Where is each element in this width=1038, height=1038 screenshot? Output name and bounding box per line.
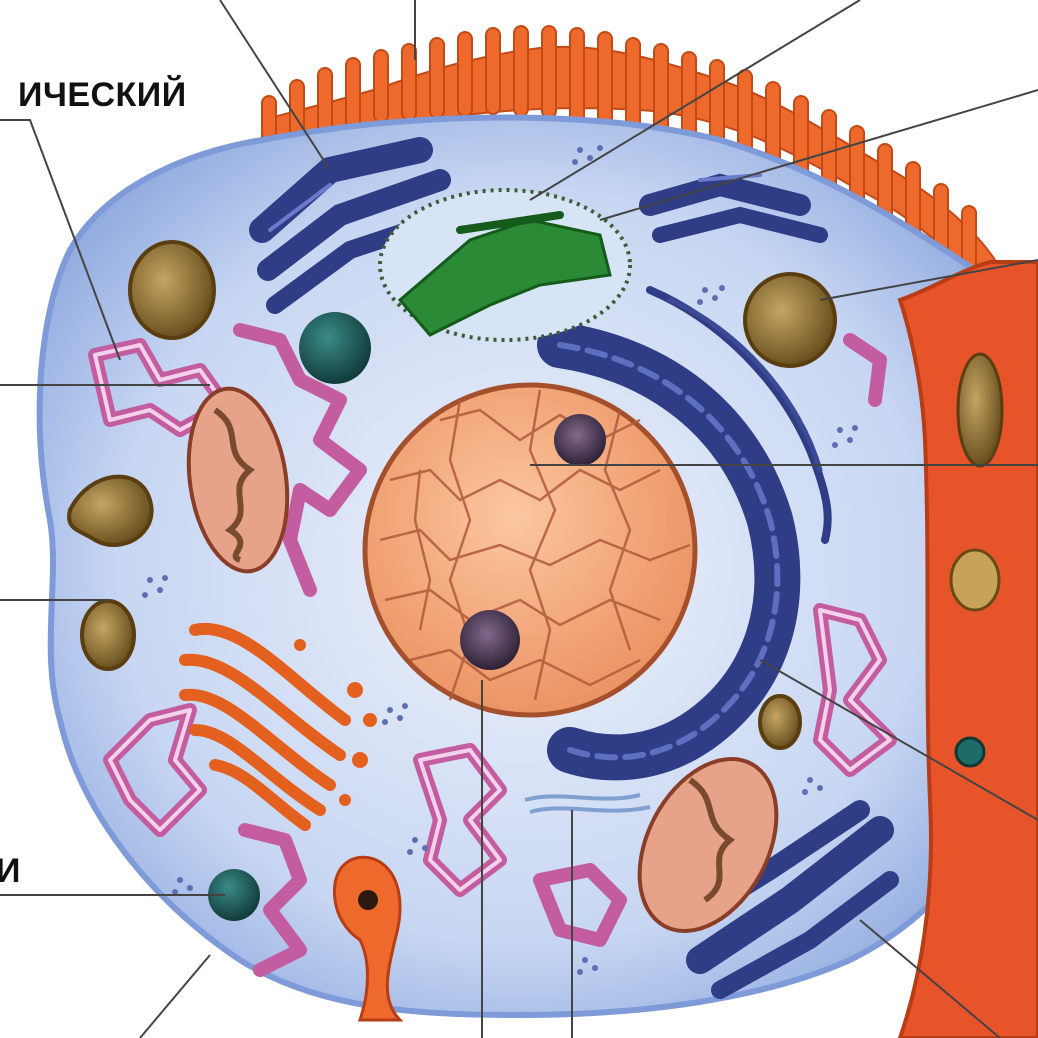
nucleus [365, 385, 695, 715]
wall-vacuole [951, 550, 999, 610]
wall-vacuole [958, 354, 1002, 466]
wall-granule [956, 738, 984, 766]
golgi-green [380, 190, 630, 340]
label-top-left: ИЧЕСКИЙ [18, 76, 187, 115]
vesicle-core [358, 890, 378, 910]
nucleolus [460, 610, 520, 670]
label-bottom-left: И [0, 852, 21, 891]
nucleolus [554, 414, 606, 466]
